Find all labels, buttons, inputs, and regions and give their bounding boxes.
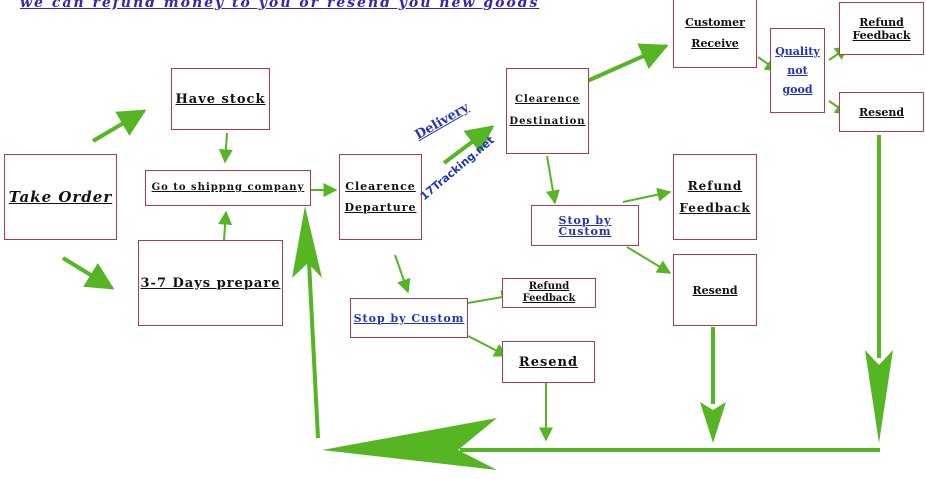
node-refund-feedback-1: Refund Feedback bbox=[502, 278, 596, 308]
clearence-destination-label-2: Destination bbox=[509, 116, 586, 127]
node-refund-feedback-2: Refund Feedback bbox=[673, 154, 757, 240]
refund-feedback-2-label-2: Feedback bbox=[679, 201, 751, 215]
arrow-order-to-prepare bbox=[61, 256, 115, 290]
up-arrowhead bbox=[292, 206, 322, 278]
quality-label-1: Quality bbox=[775, 45, 820, 58]
arrow-destination-to-stop bbox=[545, 155, 560, 205]
clearence-departure-label-1: Clearence bbox=[345, 180, 416, 193]
node-stop-custom-1: Stop by Custom bbox=[350, 298, 468, 338]
node-clearence-destination: Clearence Destination bbox=[506, 68, 589, 154]
resend-2-label: Resend bbox=[692, 283, 738, 297]
banner-text: we can refund money to you or resend you… bbox=[20, 0, 540, 11]
node-take-order: Take Order bbox=[4, 154, 117, 240]
stop-custom-1-label: Stop by Custom bbox=[353, 311, 465, 325]
refund-feedback-3-label-1: Refund bbox=[859, 15, 904, 29]
go-shipping-label: Go to shippng company bbox=[151, 182, 305, 193]
node-resend-2: Resend bbox=[673, 254, 757, 326]
arrow-stop-to-refund2 bbox=[622, 187, 672, 203]
refund-feedback-1-label-2: Feedback bbox=[522, 293, 576, 304]
arrow-departure-to-destination bbox=[442, 125, 495, 165]
resend-1-label: Resend bbox=[518, 354, 579, 370]
node-go-shipping: Go to shippng company bbox=[145, 170, 311, 206]
refund-feedback-1-label-1: Refund bbox=[528, 281, 570, 292]
clearence-departure-label-2: Departure bbox=[344, 201, 417, 214]
resend-3-label: Resend bbox=[858, 105, 905, 119]
node-days-prepare: 3-7 Days prepare bbox=[138, 240, 283, 326]
node-resend-3: Resend bbox=[839, 92, 924, 132]
node-quality-not-good: Quality not good bbox=[770, 28, 825, 113]
node-stop-custom-2: Stop by Custom bbox=[531, 205, 639, 246]
clearence-destination-label-1: Clearence bbox=[515, 94, 580, 105]
node-refund-feedback-3: Refund Feedback bbox=[839, 2, 924, 55]
arrow-stock-to-ship bbox=[218, 132, 233, 164]
quality-label-3: good bbox=[782, 83, 813, 96]
refund-feedback-2-label-1: Refund bbox=[687, 179, 743, 193]
node-resend-1: Resend bbox=[502, 341, 595, 383]
node-customer-receive: Customer Receive bbox=[673, 0, 757, 68]
down-arrowhead-2 bbox=[700, 402, 726, 443]
stop-custom-2-label: Stop by Custom bbox=[558, 213, 612, 238]
arrow-prepare-to-ship bbox=[218, 210, 233, 241]
arrow-destination-to-receive bbox=[584, 43, 669, 84]
have-stock-label: Have stock bbox=[175, 91, 266, 107]
arrow-order-to-stock bbox=[91, 109, 147, 143]
node-have-stock: Have stock bbox=[171, 68, 270, 130]
customer-receive-label-2: Receive bbox=[691, 37, 739, 50]
return-up-line bbox=[307, 261, 320, 439]
days-prepare-label: 3-7 Days prepare bbox=[140, 275, 281, 291]
node-clearence-departure: Clearence Departure bbox=[339, 154, 422, 240]
take-order-label: Take Order bbox=[8, 187, 113, 206]
down-arrowhead-3 bbox=[865, 350, 893, 443]
refund-feedback-3-label-2: Feedback bbox=[852, 28, 911, 42]
arrow-departure-to-stop bbox=[394, 254, 411, 294]
arrow-stop-to-resend1 bbox=[467, 335, 509, 357]
return-arrowhead bbox=[322, 418, 497, 470]
arrow-stop-to-resend2 bbox=[626, 246, 672, 274]
customer-receive-label-1: Customer bbox=[685, 16, 745, 29]
quality-label-2: not bbox=[787, 64, 808, 77]
